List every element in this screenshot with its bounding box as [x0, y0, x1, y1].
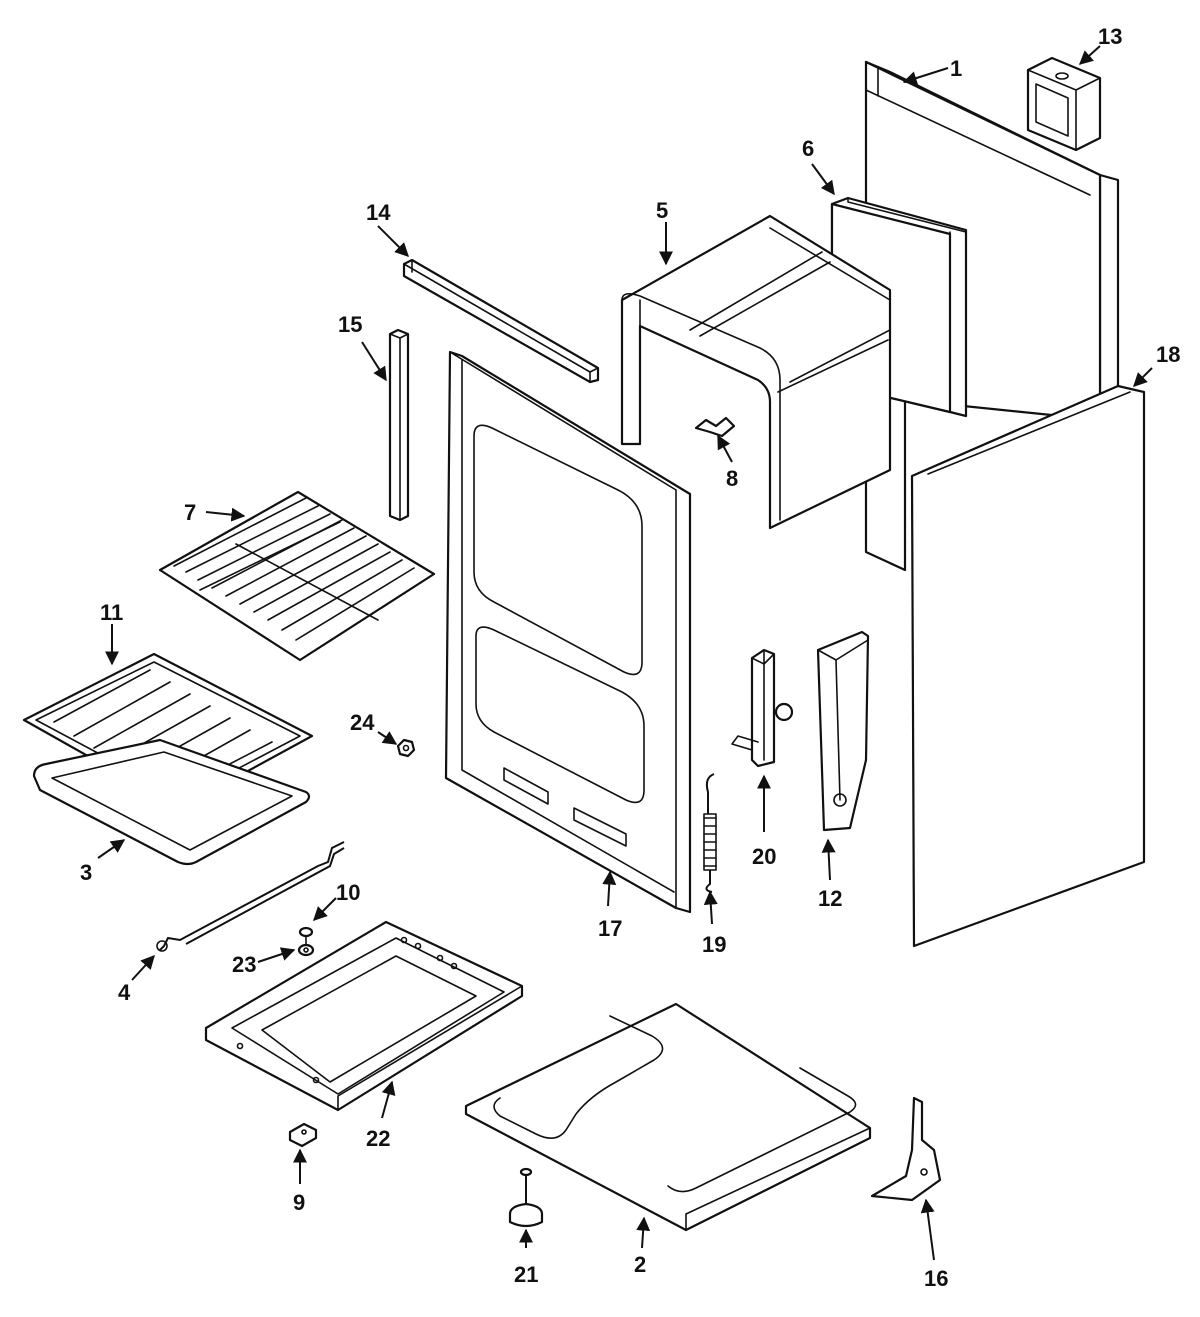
callout-2: 2: [634, 1216, 651, 1277]
callout-21: 21: [514, 1228, 538, 1287]
callout-label: 11: [100, 600, 123, 625]
callout-label: 3: [80, 860, 92, 885]
callout-label: 14: [366, 200, 391, 225]
callout-1: 1: [902, 56, 962, 85]
callout-label: 1: [950, 56, 962, 81]
callout-label: 2: [634, 1252, 646, 1277]
callout-13: 13: [1078, 24, 1122, 65]
callout-16: 16: [920, 1198, 948, 1291]
part-15-side-strip: [388, 328, 410, 522]
part-18-side-panel: [910, 384, 1146, 948]
part-22-broiler-drawer: [204, 920, 524, 1112]
part-2-bottom-panel: [464, 1002, 872, 1232]
callout-label: 20: [752, 844, 776, 869]
callout-22: 22: [366, 1080, 396, 1151]
part-14-trim-strip: [402, 258, 600, 384]
part-13-bracket: [1026, 56, 1102, 152]
callouts: 1 2 3 4 5 6 7 8 9 10 11 12 13 14: [80, 24, 1180, 1291]
part-16-anti-tip-bracket: [870, 1096, 942, 1202]
part-19-door-spring: [703, 773, 717, 893]
callout-7: 7: [184, 500, 246, 525]
callout-12: 12: [818, 838, 842, 911]
part-7-oven-rack: [158, 490, 436, 662]
part-24-nut: [396, 738, 416, 758]
part-10-screw: [298, 926, 314, 945]
callout-23: 23: [232, 947, 296, 977]
callout-20: 20: [752, 774, 776, 869]
callout-5: 5: [656, 198, 673, 266]
callout-9: 9: [293, 1148, 307, 1215]
part-23-washer: [297, 943, 315, 957]
callout-14: 14: [366, 200, 409, 257]
callout-label: 17: [598, 916, 622, 941]
callout-3: 3: [80, 839, 126, 885]
callout-15: 15: [338, 312, 387, 382]
part-9-clip: [288, 1122, 318, 1148]
callout-label: 22: [366, 1126, 390, 1151]
callout-label: 6: [802, 136, 814, 161]
callout-8: 8: [717, 434, 738, 491]
callout-label: 19: [702, 932, 726, 957]
callout-label: 5: [656, 198, 668, 223]
part-21-leveling-leg: [508, 1167, 544, 1228]
part-8-clip: [694, 416, 736, 438]
callout-label: 7: [184, 500, 196, 525]
callout-label: 12: [818, 886, 842, 911]
part-12-hinge-receiver: [816, 630, 870, 832]
callout-11: 11: [100, 600, 123, 666]
callout-10: 10: [313, 880, 360, 921]
callout-label: 23: [232, 952, 256, 977]
callout-18: 18: [1133, 342, 1180, 387]
callout-label: 15: [338, 312, 362, 337]
part-20-hinge: [731, 648, 794, 768]
part-4-rod: [156, 841, 345, 952]
callout-19: 19: [702, 890, 726, 957]
callout-24: 24: [350, 710, 398, 745]
callout-label: 4: [118, 980, 131, 1005]
callout-6: 6: [802, 136, 835, 196]
callout-label: 21: [514, 1262, 538, 1287]
part-3-broiler-pan: [32, 738, 311, 866]
callout-4: 4: [118, 954, 155, 1005]
callout-label: 9: [293, 1190, 305, 1215]
callout-label: 18: [1156, 342, 1180, 367]
callout-label: 13: [1098, 24, 1122, 49]
callout-label: 24: [350, 710, 375, 735]
callout-17: 17: [598, 870, 622, 941]
part-5-oven-liner: [620, 214, 892, 530]
part-17-door-panel: [444, 350, 692, 914]
callout-label: 10: [336, 880, 360, 905]
callout-label: 16: [924, 1266, 948, 1291]
callout-label: 8: [726, 466, 738, 491]
